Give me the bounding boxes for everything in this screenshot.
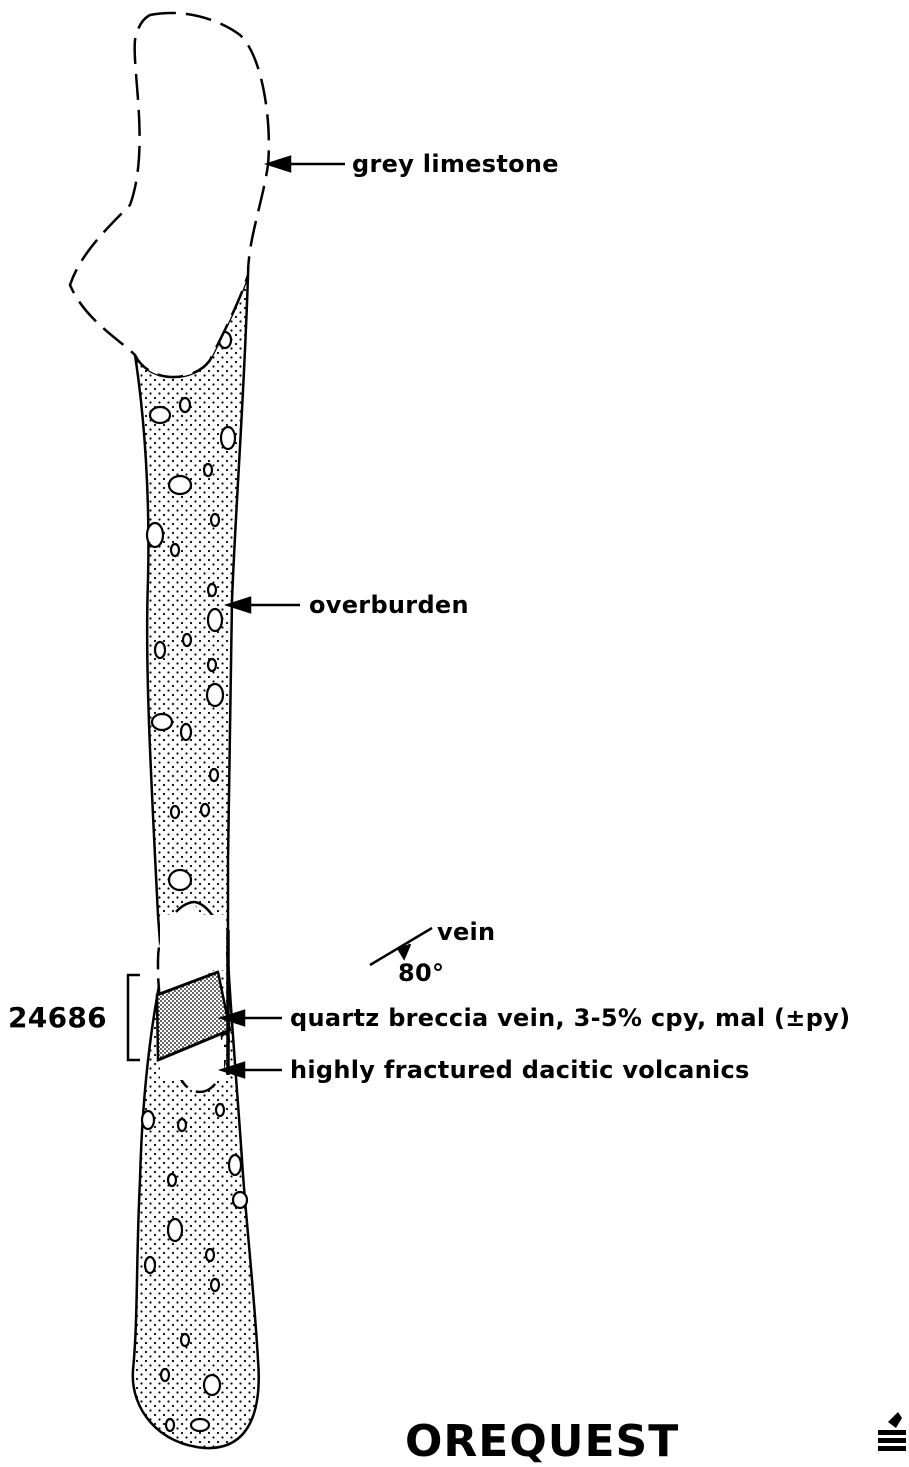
arrow-limestone (268, 157, 290, 171)
label-dip: 80° (398, 961, 444, 985)
label-limestone: grey limestone (352, 152, 559, 176)
label-sample-number: 24686 (8, 1004, 107, 1032)
orequest-logo: OREQUEST (405, 1420, 679, 1464)
label-breccia-vein: quartz breccia vein, 3-5% cpy, mal (±py) (290, 1006, 850, 1030)
logo-mark-icon (878, 1412, 906, 1451)
label-overburden: overburden (309, 593, 469, 617)
label-vein: vein (437, 920, 495, 944)
label-dacitic: highly fractured dacitic volcanics (290, 1058, 750, 1082)
sample-bracket (128, 975, 140, 1060)
